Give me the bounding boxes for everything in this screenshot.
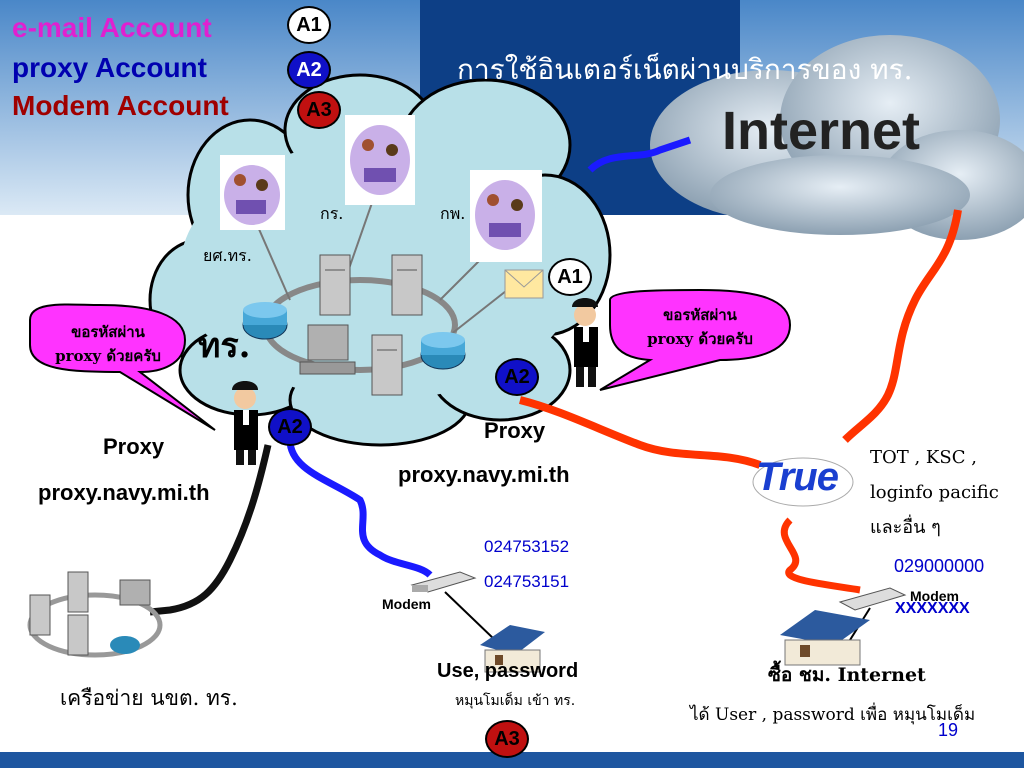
dept-label-yor-sor: ยศ.ทร. bbox=[203, 246, 252, 265]
true-isp-logo: True bbox=[756, 455, 839, 499]
server-icon bbox=[391, 254, 423, 316]
right-bubble-text: ขอรหัสผ่าน proxy ด้วยครับ bbox=[647, 306, 753, 348]
modem-label-center: Modem bbox=[382, 596, 431, 612]
right-home-line1: ซื้อ ชม. Internet bbox=[768, 664, 926, 686]
internet-cloud bbox=[650, 35, 1024, 240]
unit-lan-network bbox=[27, 571, 163, 658]
dept-label-kor-ror: กร. bbox=[320, 204, 344, 223]
navy-org-label: ทร. bbox=[198, 326, 251, 366]
center-home-line2: หมุนโมเด็ม เข้า ทร. bbox=[455, 693, 576, 709]
phone-number-1: 024753152 bbox=[484, 537, 570, 556]
proxy-to-lan-link bbox=[149, 444, 272, 616]
internet-link-blue bbox=[587, 136, 692, 173]
page-number: 19 bbox=[938, 720, 959, 740]
isp-phone-number: 029000000 bbox=[894, 556, 985, 576]
page-title: การใช้อินเตอร์เน็ตผ่านบริการของ ทร. bbox=[457, 53, 913, 86]
person-right-icon bbox=[572, 298, 598, 387]
badge-a3-legend: A3 bbox=[297, 91, 341, 129]
house-center-icon bbox=[480, 625, 545, 673]
users-group-icon bbox=[220, 155, 285, 230]
email-envelope-icon bbox=[504, 269, 544, 299]
right-speech-bubble bbox=[599, 288, 792, 391]
workstation-icon bbox=[299, 324, 356, 375]
proxy-to-modem-link bbox=[286, 439, 433, 578]
badge-a2-left: A2 bbox=[268, 408, 312, 446]
left-bubble-text: ขอรหัสผ่าน proxy ด้วยครับ bbox=[55, 323, 161, 365]
center-home-line1: Use, password bbox=[437, 660, 579, 682]
left-proxy-address: proxy.navy.mi.th bbox=[38, 480, 210, 505]
users-group-icon bbox=[470, 170, 542, 262]
isp-providers: TOT , KSC , loginfo pacific และอื่น ๆ bbox=[870, 447, 999, 538]
center-proxy-label: Proxy bbox=[484, 418, 546, 443]
users-group-icon bbox=[345, 115, 415, 205]
internet-cloud-label: Internet bbox=[722, 101, 921, 161]
badge-a1-legend: A1 bbox=[287, 6, 331, 44]
server-icon bbox=[371, 334, 403, 396]
isp-to-navy-link bbox=[519, 396, 762, 469]
left-speech-bubble bbox=[29, 303, 216, 431]
legend-modem-account: Modem Account bbox=[12, 90, 229, 121]
modem-right-icon bbox=[838, 587, 907, 611]
right-home-line2: ได้ User , password เพื่อ หมุนโมเด็ม bbox=[690, 705, 976, 725]
unit-network-label: เครือข่าย นขต. ทร. bbox=[60, 686, 238, 710]
server-icon bbox=[319, 254, 351, 316]
modem-label-right: Modem bbox=[910, 588, 959, 604]
legend-proxy-account: proxy Account bbox=[12, 52, 207, 83]
isp-to-home-modem-link bbox=[780, 517, 861, 594]
center-proxy-address: proxy.navy.mi.th bbox=[398, 462, 570, 487]
router-icon bbox=[242, 302, 288, 340]
modem-center-icon bbox=[410, 571, 477, 593]
dept-label-kor-por: กพ. bbox=[440, 204, 466, 223]
badge-a2-right: A2 bbox=[495, 358, 539, 396]
house-right-icon bbox=[780, 610, 870, 666]
badge-a3-modem: A3 bbox=[485, 720, 529, 758]
true-logo-ring bbox=[752, 457, 854, 507]
left-proxy-label: Proxy bbox=[103, 434, 165, 459]
bottom-bar bbox=[0, 752, 1024, 768]
internet-to-isp-link bbox=[842, 209, 962, 443]
person-left-icon bbox=[232, 381, 258, 465]
legend-email-account: e-mail Account bbox=[12, 12, 212, 43]
phone-number-2: 024753151 bbox=[484, 572, 570, 591]
badge-a1-email: A1 bbox=[548, 258, 592, 296]
badge-a2-legend: A2 bbox=[287, 51, 331, 89]
router-icon bbox=[420, 332, 466, 370]
isp-phone-extension: XXXXXXX bbox=[895, 600, 970, 617]
